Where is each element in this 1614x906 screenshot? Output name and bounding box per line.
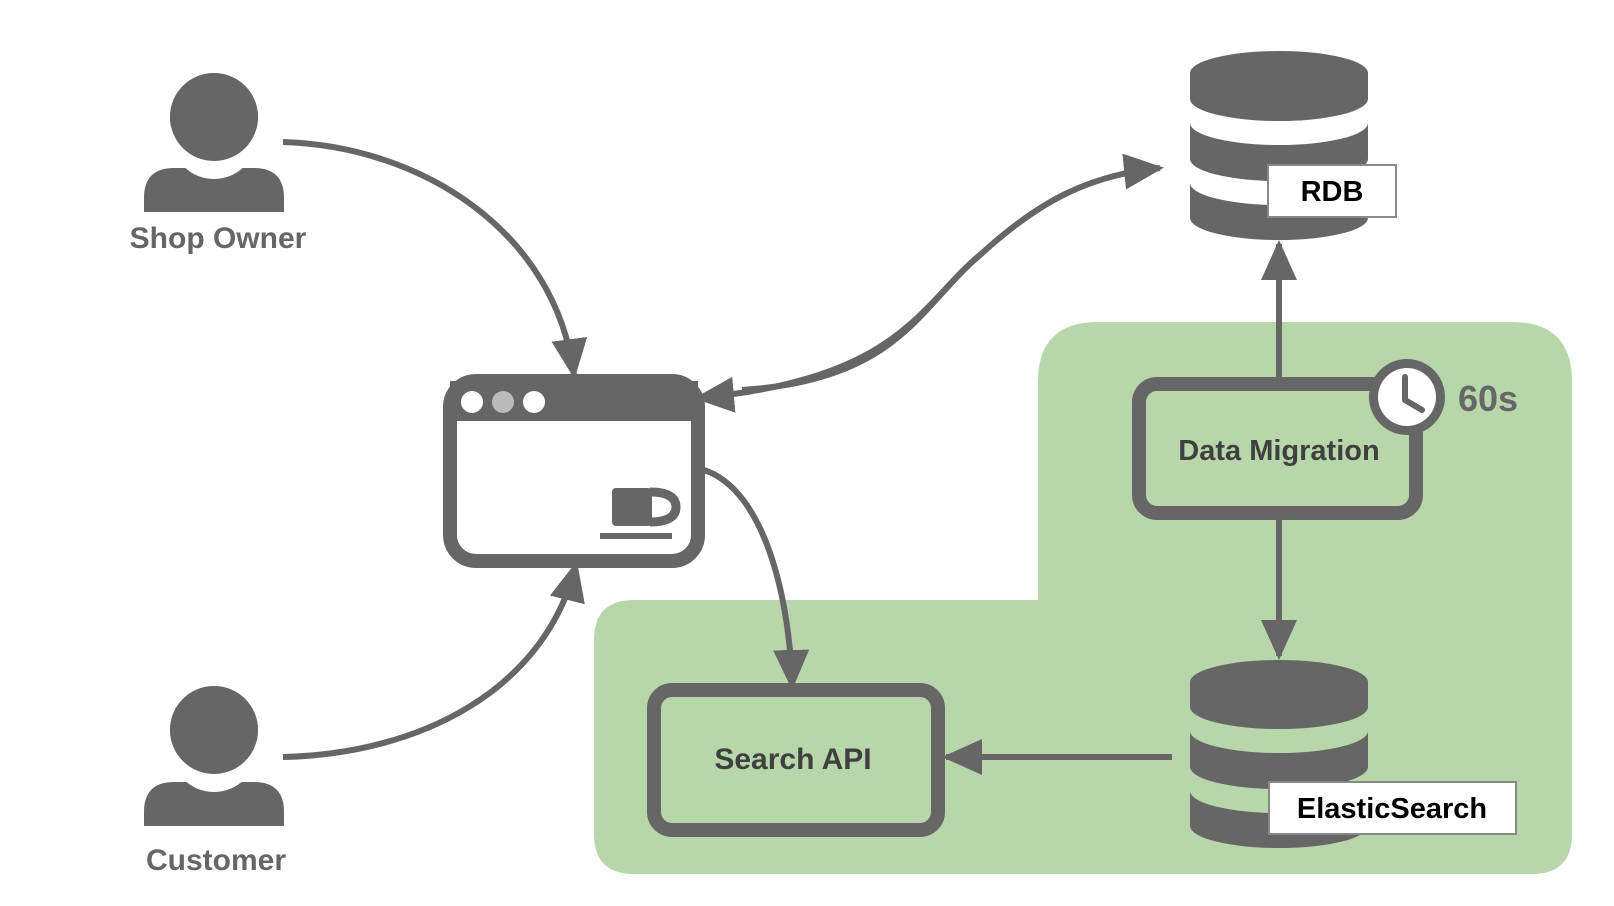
elasticsearch-label: ElasticSearch <box>1297 793 1487 825</box>
rdb-database: RDB <box>1190 51 1397 240</box>
arrow-app-to-search-api <box>703 467 810 690</box>
shop-owner-actor: Shop Owner <box>130 73 307 255</box>
browser-window-icon <box>443 374 705 568</box>
user-icon <box>144 686 284 826</box>
data-migration-label: Data Migration <box>1178 435 1379 467</box>
arrow-rdb-to-app <box>694 252 982 413</box>
customer-actor: Customer <box>144 686 286 877</box>
connectors <box>282 139 1297 775</box>
search-api-label: Search API <box>714 743 871 776</box>
web-app-browser <box>443 374 705 568</box>
rdb-label: RDB <box>1301 176 1364 208</box>
shop-owner-label: Shop Owner <box>130 222 307 255</box>
customer-label: Customer <box>146 844 286 877</box>
clock-icon <box>1369 359 1445 435</box>
schedule-label: 60s <box>1458 378 1518 419</box>
elasticsearch-label-box <box>1268 781 1517 835</box>
data-migration-box: Data Migration <box>1132 377 1423 520</box>
arrow-customer-to-app <box>282 561 585 760</box>
elasticsearch-database: ElasticSearch <box>1190 660 1517 848</box>
arrow-shop-owner-to-app <box>282 139 588 379</box>
rdb-label-box <box>1267 164 1397 218</box>
user-icon <box>144 73 284 212</box>
search-api-box: Search API <box>647 683 945 837</box>
coffee-cup-icon <box>600 487 681 539</box>
